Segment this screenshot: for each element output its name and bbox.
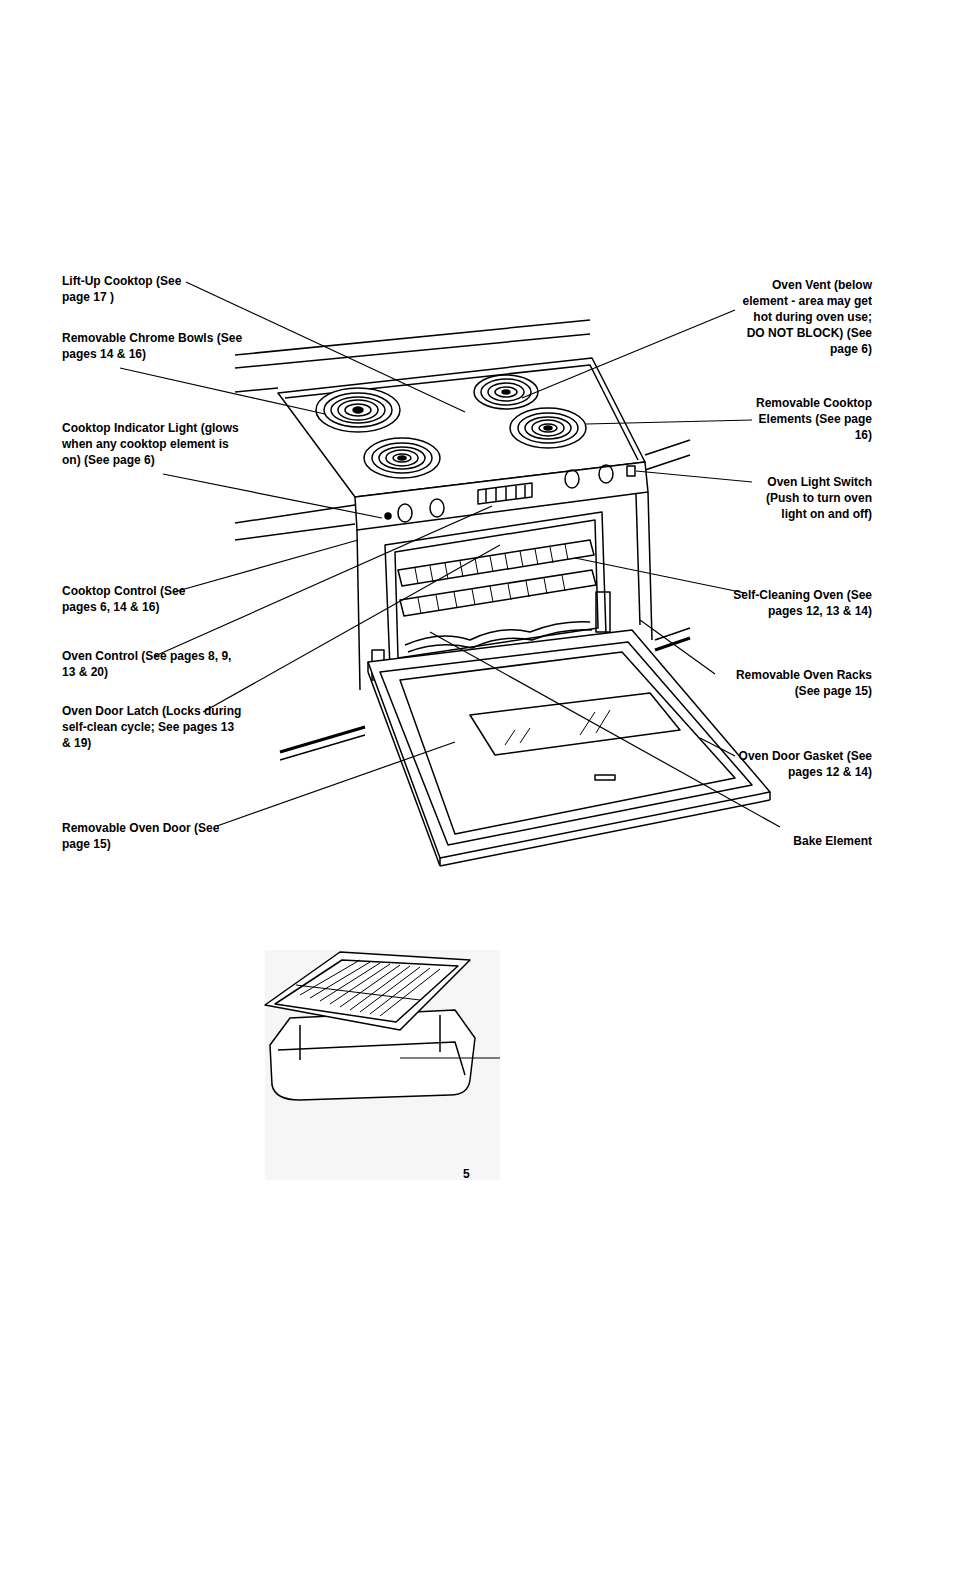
callout-label: Oven Door Gasket (See pages 12 & 14) bbox=[737, 748, 872, 780]
callout-label: Oven Light Switch (Push to turn oven lig… bbox=[744, 474, 872, 522]
callout-label: Oven Door Latch (Locks during self-clean… bbox=[62, 703, 242, 751]
callout-label: Lift-Up Cooktop (See page 17 ) bbox=[62, 273, 197, 305]
callout-label: Cooktop Indicator Light (glows when any … bbox=[62, 420, 247, 468]
callout-label: Removable Chrome Bowls (See pages 14 & 1… bbox=[62, 330, 252, 362]
callout-label: Bake Element bbox=[762, 833, 872, 849]
callout-label: Cooktop Control (See pages 6, 14 & 16) bbox=[62, 583, 222, 615]
callout-label: Self-Cleaning Oven (See pages 12, 13 & 1… bbox=[712, 587, 872, 619]
callout-label: Removable Cooktop Elements (See page 16) bbox=[750, 395, 872, 443]
callout-label: Oven Vent (below element - area may get … bbox=[740, 277, 872, 357]
callout-label: Removable Oven Door (See page 15) bbox=[62, 820, 222, 852]
page-number: 5 bbox=[463, 1166, 483, 1182]
callout-label: Removable Oven Racks (See page 15) bbox=[712, 667, 872, 699]
callout-label: Oven Control (See pages 8, 9, 13 & 20) bbox=[62, 648, 237, 680]
